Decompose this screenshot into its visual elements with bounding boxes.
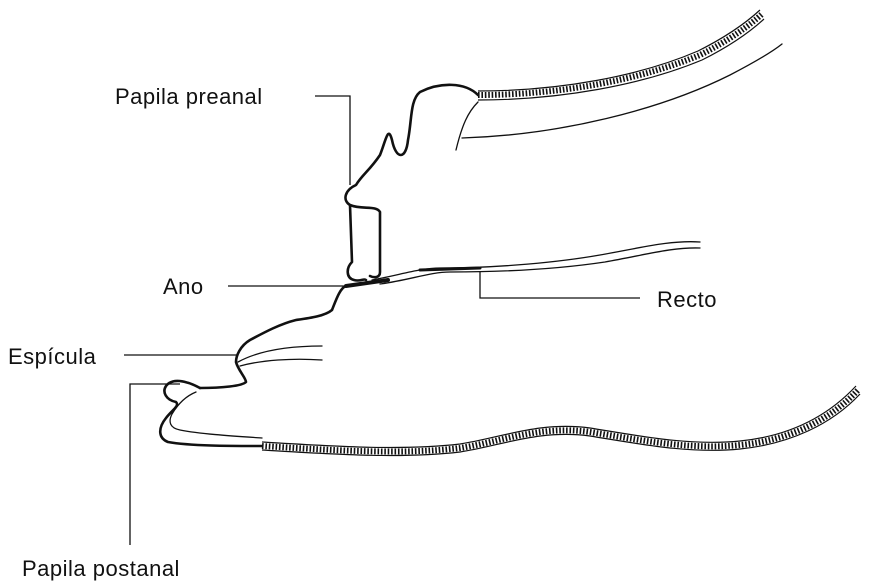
preanal-outline — [345, 85, 478, 277]
label-ano: Ano — [163, 274, 204, 299]
rectum — [346, 242, 700, 286]
leader-papila-preanal — [315, 96, 350, 185]
spicule — [238, 346, 322, 366]
ventral-outline — [200, 286, 346, 388]
preanal-inner-wall — [348, 205, 366, 281]
postanal-tail — [160, 381, 262, 446]
leader-lines — [124, 96, 640, 545]
label-espicula: Espícula — [8, 344, 97, 369]
dorsal-body-wall — [456, 10, 782, 150]
label-papila-preanal: Papila preanal — [115, 84, 263, 109]
ventral-body-wall — [262, 386, 860, 456]
leader-recto — [480, 272, 640, 298]
label-recto: Recto — [657, 287, 717, 312]
leader-papila-postanal — [130, 384, 180, 545]
label-papila-postanal: Papila postanal — [22, 556, 180, 581]
